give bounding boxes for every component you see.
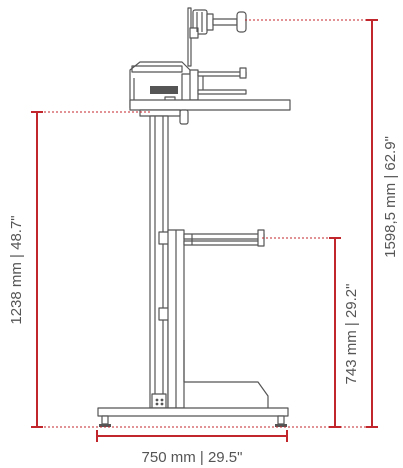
upper-arms [189,67,247,101]
machine-illustration [97,7,291,427]
lower-arm [183,229,265,247]
lower-arm-height-label: 743 mm | 29.2" [343,284,360,385]
top-spindle-assembly [187,7,247,67]
table-height-label: 1238 mm | 48.7" [8,215,25,324]
rear-support-frame [167,229,269,409]
base-frame [97,407,289,427]
dimension-overall-height: 1598,5 mm | 62.9" [245,19,399,428]
dimension-table-height: 1238 mm | 48.7" [8,111,150,428]
overall-height-label: 1598,5 mm | 62.9" [382,136,399,258]
main-column [149,115,170,409]
base-width-label: 750 mm | 29.5" [142,449,243,466]
dimension-annotations: 1598,5 mm | 62.9" 1238 mm | 48.7" 743 mm… [8,19,399,466]
dimension-base-width: 750 mm | 29.5" [96,430,288,466]
dimension-lower-arm-height: 743 mm | 29.2" [262,237,360,428]
